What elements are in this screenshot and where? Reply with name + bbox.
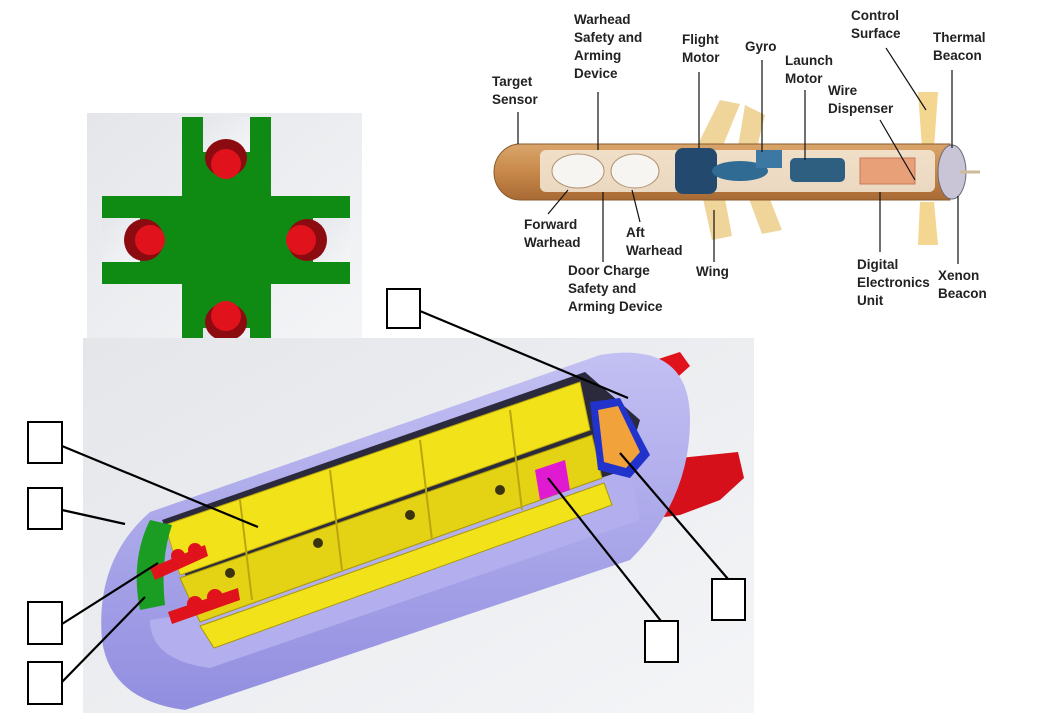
cross-fin-shape xyxy=(102,117,350,364)
grain-segment-line-1 xyxy=(239,499,253,601)
grain-hole xyxy=(225,568,235,578)
label-aft-warhead: Aft Warhead xyxy=(626,225,683,258)
cutaway-3d-panel xyxy=(27,288,754,713)
grain-segment-line-4 xyxy=(509,409,523,511)
nozzle-top xyxy=(205,139,247,179)
label-warhead-safety: Warhead Safety and Arming Device xyxy=(574,12,646,81)
callout-box-rear-module xyxy=(711,578,746,621)
propellant-grain-lower xyxy=(199,482,613,649)
label-gyro: Gyro xyxy=(745,39,777,54)
leader-igniter xyxy=(61,562,159,625)
callout-box-igniter xyxy=(27,601,63,645)
nozzle-bottom xyxy=(205,301,247,341)
label-forward-warhead: Forward Warhead xyxy=(524,217,581,250)
callout-box-grain xyxy=(27,421,63,464)
nozzle-left xyxy=(124,219,165,261)
leader-aft-warhead xyxy=(631,189,641,223)
label-xenon-beacon: Xenon Beacon xyxy=(938,268,987,301)
gyro-shape xyxy=(756,150,782,168)
nozzle-right xyxy=(286,219,327,261)
grain-hole xyxy=(405,510,415,520)
callout-box-magenta xyxy=(644,620,679,663)
label-control-surface: Control Surface xyxy=(851,8,903,41)
leader-magenta xyxy=(547,477,662,622)
missile-cutaway: Warhead Safety and Arming Device Flight … xyxy=(492,8,989,314)
red-igniter-upper xyxy=(150,543,208,580)
flight-motor-shape xyxy=(675,148,717,194)
callout-box-nozzle xyxy=(386,288,421,329)
control-surface-fin-top xyxy=(918,92,938,148)
label-launch-motor: Launch Motor xyxy=(785,53,837,86)
leader-wire-dispenser xyxy=(879,119,916,181)
wire-dispenser-shape xyxy=(859,157,916,185)
front-view-panel xyxy=(87,113,362,364)
grain-segment-line-3 xyxy=(419,439,433,541)
leader-shell xyxy=(61,508,126,526)
flight-motor-nozzle xyxy=(712,161,768,181)
magenta-component xyxy=(535,460,570,500)
leader-grain xyxy=(61,444,259,529)
label-door-charge: Door Charge Safety and Arming Device xyxy=(568,263,663,314)
label-digital-electronics: Digital Electronics Unit xyxy=(857,257,934,308)
label-target-sensor: Target Sensor xyxy=(492,74,539,107)
label-wing: Wing xyxy=(696,264,729,279)
leader-rear-module xyxy=(619,452,729,580)
aft-warhead-shape xyxy=(610,153,660,189)
label-flight-motor: Flight Motor xyxy=(682,32,723,65)
launch-motor-shape xyxy=(790,158,845,182)
callout-box-shell xyxy=(27,487,63,530)
grain-hole xyxy=(313,538,323,548)
grain-segment-line-2 xyxy=(329,469,343,571)
control-surface-fin-bottom xyxy=(918,202,938,245)
grain-hole xyxy=(495,485,505,495)
label-thermal-beacon: Thermal Beacon xyxy=(933,30,989,63)
leader-front-disk xyxy=(61,596,146,683)
forward-warhead-shape xyxy=(551,153,605,189)
red-igniter-lower xyxy=(168,588,240,624)
leader-nozzle xyxy=(419,309,629,400)
leader-forward-warhead xyxy=(547,189,569,215)
label-wire-dispenser: Wire Dispenser xyxy=(828,83,894,116)
leader-control-surface xyxy=(885,47,927,111)
callout-box-front-disk xyxy=(27,661,63,705)
rear-module-core xyxy=(598,406,640,468)
